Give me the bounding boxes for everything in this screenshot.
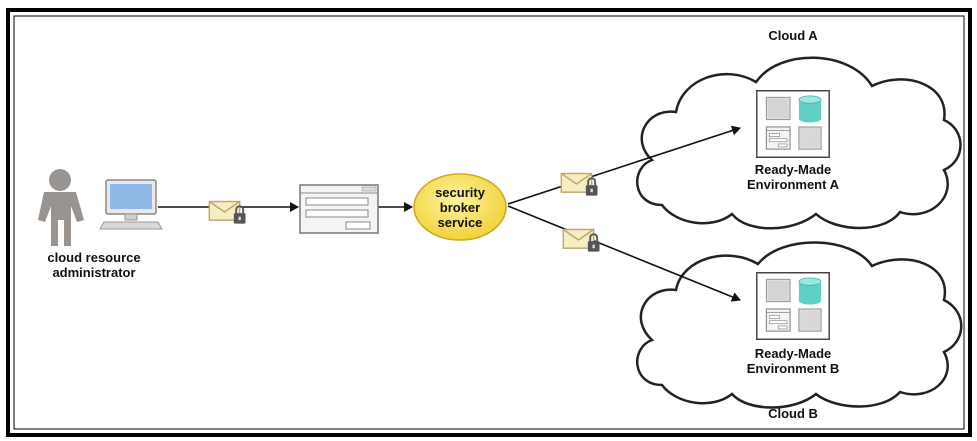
- cloud-a-title: Cloud A: [768, 28, 818, 43]
- cloud-b-title: Cloud B: [768, 406, 818, 421]
- form-window-icon: [299, 184, 379, 234]
- broker-label-line3: service: [437, 215, 483, 230]
- envelope-padlock-icon-cloud-b: [562, 228, 601, 253]
- environment-a-line1: Ready-Made: [754, 162, 832, 177]
- environment-b-label: Ready-Made Environment B: [728, 346, 858, 376]
- broker-label-line2: broker: [439, 200, 481, 215]
- environment-b-line1: Ready-Made: [754, 346, 832, 361]
- computer-icon: [99, 179, 163, 230]
- envelope-padlock-icon: [208, 200, 247, 225]
- broker-to-cloud-a-arrow: [507, 125, 741, 205]
- broker-label: security broker service: [414, 185, 506, 230]
- admin-label-line2: administrator: [52, 265, 136, 280]
- person-icon: [38, 169, 84, 246]
- broker-to-cloud-b-arrow: [507, 205, 741, 302]
- broker-label-line1: security: [435, 185, 485, 200]
- environment-a-line2: Environment A: [747, 177, 839, 192]
- environment-b-resources-icon: [755, 272, 831, 340]
- security-broker-service-node: [413, 173, 507, 241]
- environment-a-label: Ready-Made Environment A: [728, 162, 858, 192]
- admin-label: cloud resource administrator: [30, 250, 158, 280]
- diagram-inner-frame: [13, 15, 965, 430]
- environment-a-resources-icon: [755, 90, 831, 158]
- environment-b-line2: Environment B: [746, 361, 840, 376]
- admin-label-line1: cloud resource: [47, 250, 141, 265]
- envelope-padlock-icon-cloud-a: [560, 172, 599, 197]
